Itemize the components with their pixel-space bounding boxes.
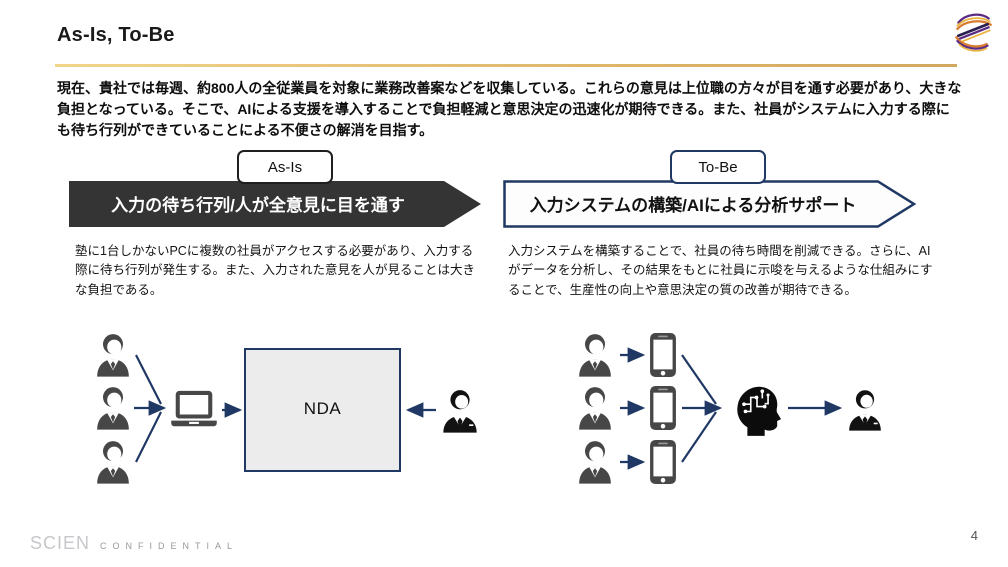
laptop-icon [171,393,217,426]
nda-box-label: NDA [303,399,342,418]
businessman-icon [443,390,477,433]
title-underline [55,64,957,67]
confidential-label: CONFIDENTIAL [100,541,239,551]
brand-logo: SCIEN [30,533,91,553]
to-be-tag: To-Be [670,150,766,184]
person-icon [579,387,611,430]
as-is-banner-label: 入力の待ち行列/人が全意見に目を通す [111,195,405,215]
as-is-banner: 入力の待ち行列/人が全意見に目を通す [69,181,481,227]
as-is-description: 塾に1台しかないPCに複数の社員がアクセスする必要があり、入力する際に待ち行列が… [75,244,476,297]
page-title: As-Is, To-Be [57,24,175,46]
smartphone-icon [650,385,676,431]
as-is-diagram [97,334,477,484]
company-logo-icon [955,13,992,52]
person-icon [97,441,129,484]
smartphone-icon [650,439,676,485]
as-is-tag: As-Is [237,150,333,184]
person-icon [97,334,129,377]
page-number: 4 [970,528,978,543]
intro-text: 現在、貴社では毎週、約800人の全従業員を対象に業務改善案などを収集している。こ… [57,80,962,138]
to-be-description: 入力システムを構築することで、社員の待ち時間を削減できる。さらに、AIがデータを… [508,244,933,297]
ai-head-icon [736,385,782,436]
person-icon [579,334,611,377]
nda-box [244,348,401,472]
businessman-icon [849,390,881,431]
footer-brand: SCIEN CONFIDENTIAL [30,533,238,554]
to-be-banner-label: 入力システムの構築/AIによる分析サポート [530,195,857,215]
smartphone-icon [650,332,676,378]
person-icon [97,387,129,430]
to-be-banner: 入力システムの構築/AIによる分析サポート [503,180,917,228]
to-be-diagram [579,332,881,485]
person-icon [579,441,611,484]
